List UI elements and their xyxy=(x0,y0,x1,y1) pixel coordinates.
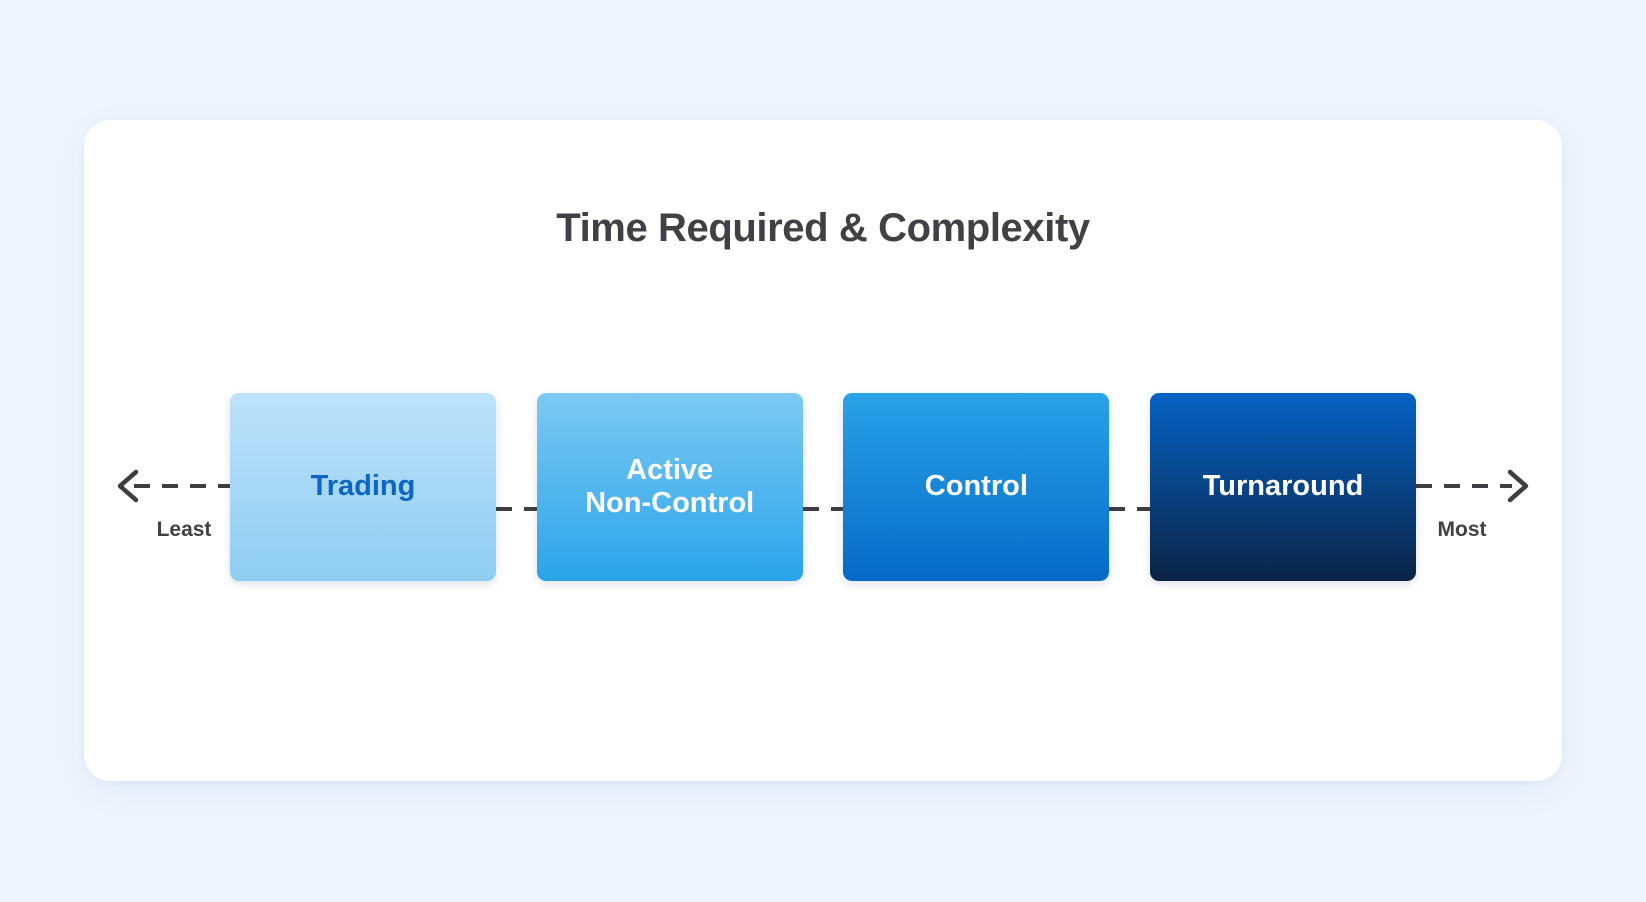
node-label-line2: Non-Control xyxy=(585,487,755,519)
node-label-line1: Active xyxy=(626,453,714,486)
node-label: Control xyxy=(925,470,1028,503)
arrow-right-dashed-icon xyxy=(1388,469,1529,503)
scale-right-end: Most xyxy=(1388,382,1536,592)
node-label: Trading xyxy=(311,470,416,503)
node-control[interactable]: Control xyxy=(843,393,1110,581)
node-label-line1: Turnaround xyxy=(1202,470,1364,503)
node-label-line1: Control xyxy=(924,470,1028,503)
node-label-line1: Trading xyxy=(310,470,416,503)
arrow-left-dashed-icon xyxy=(117,469,258,503)
scale-most-label: Most xyxy=(1437,518,1487,541)
node-label: Active Non-Control xyxy=(585,454,754,520)
node-turnaround[interactable]: Turnaround xyxy=(1150,393,1417,581)
node-active-non-control[interactable]: Active Non-Control xyxy=(536,393,803,581)
dashed-connector-icon xyxy=(1109,507,1151,511)
scale-left-end: Least xyxy=(110,382,258,592)
node-trading[interactable]: Trading xyxy=(230,393,496,581)
node-label: Turnaround xyxy=(1203,470,1364,503)
node-track: Trading Active Non-Control Control xyxy=(230,382,1417,592)
complexity-spectrum: Least Most Trading xyxy=(84,382,1562,612)
dashed-connector-icon xyxy=(496,507,537,511)
dashed-connector-icon xyxy=(802,507,844,511)
content-card: Time Required & Complexity Least Most xyxy=(84,120,1562,781)
scale-least-label: Least xyxy=(156,518,212,541)
page-title: Time Required & Complexity xyxy=(556,206,1090,250)
